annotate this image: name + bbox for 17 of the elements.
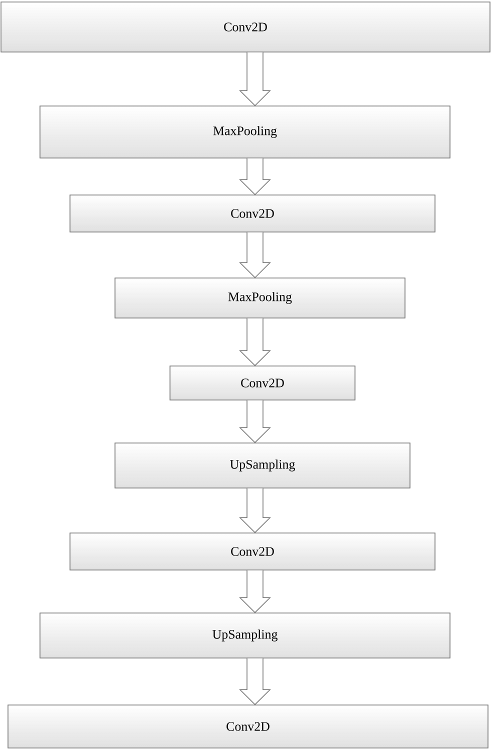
block-arrow	[239, 158, 271, 196]
layer-box: Conv2D	[70, 532, 436, 570]
layer-box: Conv2D	[170, 366, 356, 400]
layer-box: Conv2D	[0, 2, 490, 52]
block-arrow	[239, 488, 271, 534]
layer-box: Conv2D	[70, 194, 436, 232]
block-arrow	[239, 400, 271, 444]
block-arrow	[239, 658, 271, 706]
layer-box: MaxPooling	[114, 278, 406, 318]
block-arrow	[239, 318, 271, 366]
layer-box: UpSampling	[114, 442, 410, 488]
layer-box: Conv2D	[8, 704, 488, 748]
block-arrow	[239, 52, 271, 106]
block-arrow	[239, 232, 271, 278]
layer-box: UpSampling	[40, 612, 450, 658]
block-arrow	[239, 570, 271, 614]
layer-box: MaxPooling	[40, 106, 450, 158]
